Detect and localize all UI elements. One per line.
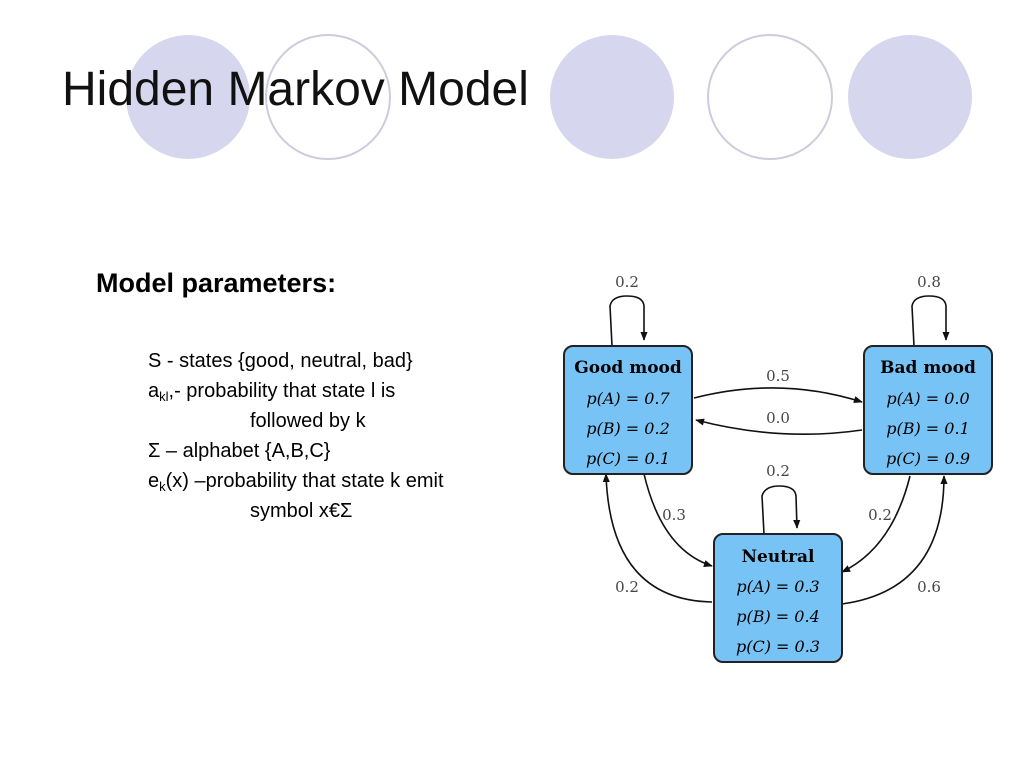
slide-title: Hidden Markov Model [62, 63, 529, 116]
state-neutral-prob-a: p(A) = 0.3 [736, 577, 819, 596]
edge-neutral-self-loop [761, 485, 801, 535]
param-a-description: ,- probability that state l is [168, 380, 396, 402]
decor-circle-3 [550, 35, 674, 159]
param-transition: akl,- probability that state l is [148, 376, 548, 406]
label-good-self-loop: 0.2 [615, 273, 639, 291]
state-neutral-prob-b: p(B) = 0.4 [736, 607, 820, 626]
header-decoration [126, 34, 972, 160]
decor-circle-5 [848, 35, 972, 159]
edge-neutral-to-bad [841, 475, 948, 605]
param-e-subscript: k [159, 479, 166, 494]
label-bad-to-good: 0.0 [766, 409, 790, 427]
state-neutral: Neutral p(A) = 0.3 p(B) = 0.4 p(C) = 0.3 [713, 533, 843, 663]
param-alphabet: Σ – alphabet {A,B,C} [148, 440, 331, 462]
label-neutral-to-good: 0.2 [615, 578, 639, 596]
decor-circle-4 [707, 34, 833, 160]
state-good-prob-c: p(C) = 0.1 [586, 449, 670, 468]
edge-bad-self-loop [911, 295, 950, 347]
state-bad-prob-c: p(C) = 0.9 [886, 449, 970, 468]
param-a-symbol: a [148, 380, 160, 402]
label-neutral-self-loop: 0.2 [766, 462, 790, 480]
state-bad-name: Bad mood [880, 358, 976, 378]
parameter-list: S - states {good, neutral, bad} akl,- pr… [148, 346, 548, 526]
state-bad-prob-b: p(B) = 0.1 [886, 419, 970, 438]
label-bad-self-loop: 0.8 [917, 273, 941, 291]
edge-bad-to-neutral [841, 475, 911, 573]
param-states: S - states {good, neutral, bad} [148, 350, 413, 372]
decor-circle-1 [126, 35, 250, 159]
param-e-description: (x) –probability that state k emit [165, 470, 444, 492]
state-good-name: Good mood [574, 358, 682, 378]
param-e-symbol: e [148, 470, 160, 492]
state-neutral-prob-c: p(C) = 0.3 [736, 637, 820, 656]
label-neutral-to-bad: 0.6 [917, 578, 941, 596]
param-transition-cont: followed by k [250, 410, 366, 432]
label-bad-to-neutral: 0.2 [868, 506, 892, 524]
edge-good-self-loop [609, 295, 648, 347]
state-bad-prob-a: p(A) = 0.0 [886, 389, 969, 408]
decor-circle-2 [265, 34, 391, 160]
edge-good-to-neutral [643, 473, 713, 567]
label-good-to-neutral: 0.3 [662, 506, 686, 524]
edge-bad-to-good [695, 418, 863, 436]
section-heading: Model parameters: [96, 268, 337, 298]
state-good-prob-b: p(B) = 0.2 [586, 419, 670, 438]
param-a-subscript: kl [159, 389, 169, 404]
state-neutral-name: Neutral [742, 547, 816, 567]
edge-good-to-bad [693, 387, 863, 403]
label-good-to-bad: 0.5 [766, 367, 790, 385]
state-good-mood: Good mood p(A) = 0.7 p(B) = 0.2 p(C) = 0… [563, 345, 693, 475]
param-emission-cont: symbol x€Σ [250, 500, 353, 522]
state-bad-mood: Bad mood p(A) = 0.0 p(B) = 0.1 p(C) = 0.… [863, 345, 993, 475]
param-emission: ek(x) –probability that state k emit [148, 466, 548, 496]
edge-neutral-to-good [602, 473, 713, 603]
state-good-prob-a: p(A) = 0.7 [586, 389, 670, 408]
